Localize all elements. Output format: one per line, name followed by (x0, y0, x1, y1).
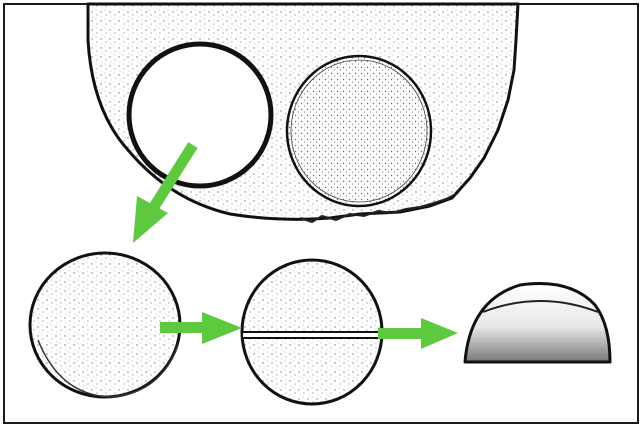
scored-disc-in-sheet (287, 56, 431, 206)
cut-disc-shape (30, 253, 180, 397)
cut-disc (30, 253, 180, 397)
empty-hole (129, 44, 271, 186)
disc-with-cut-line (242, 260, 382, 404)
score-line (242, 332, 382, 338)
